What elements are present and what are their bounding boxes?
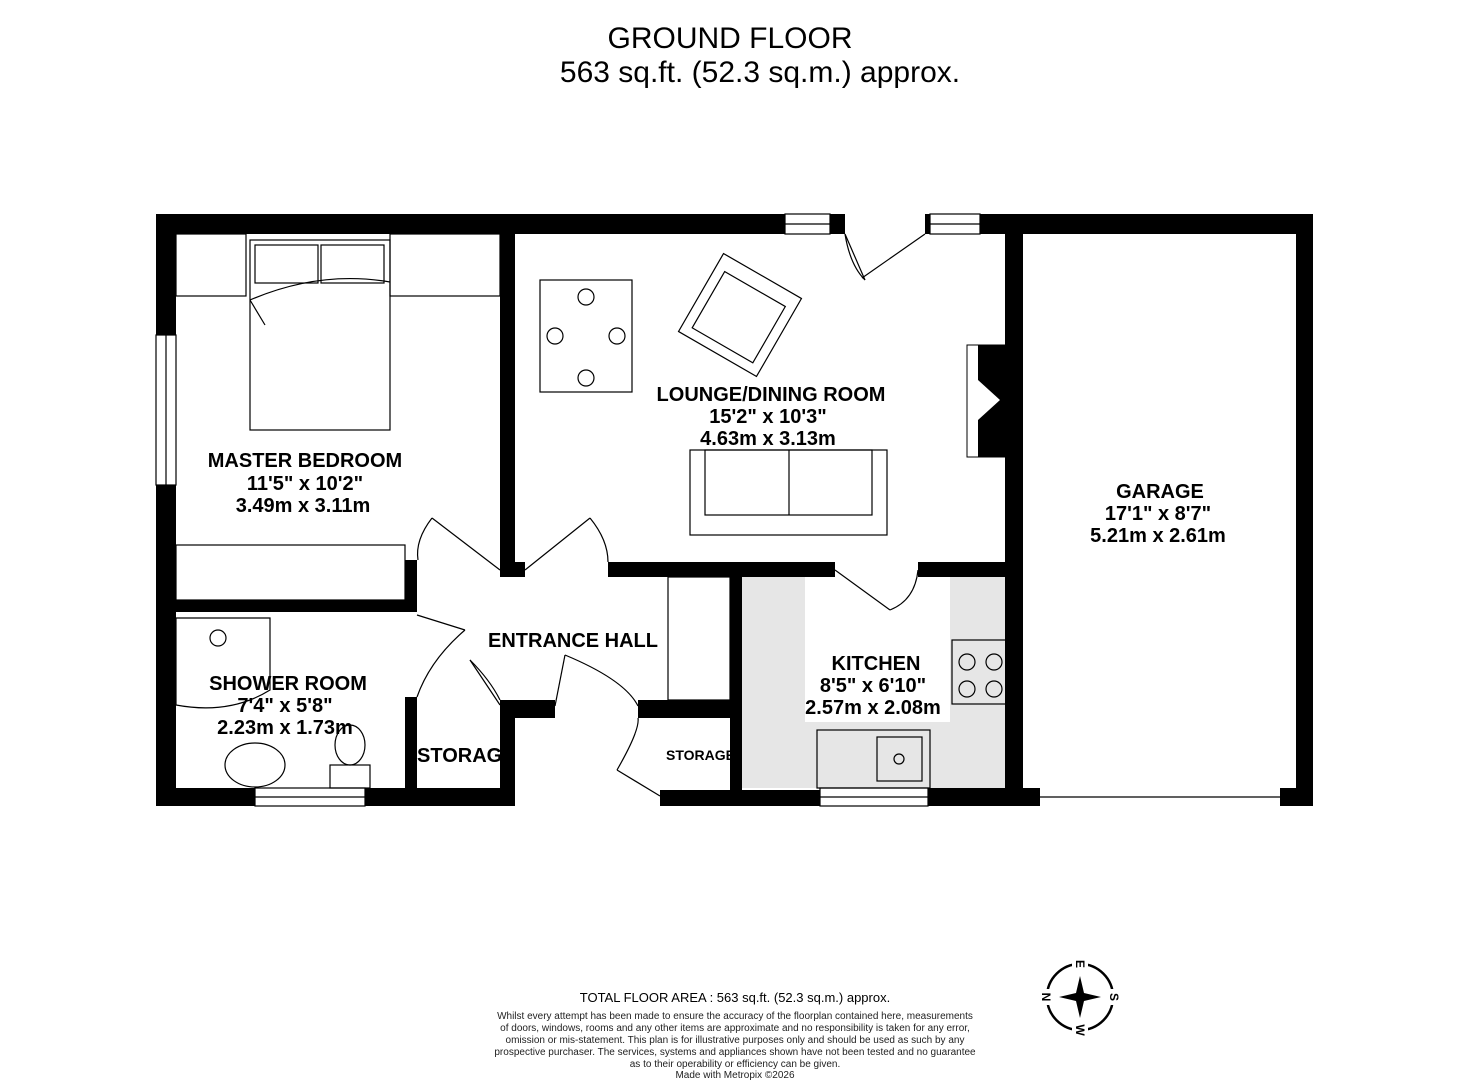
room-label-master-bedroom: MASTER BEDROOM 11'5" x 10'2" 3.49m x 3.1… [208,450,402,517]
room-label-storage-1: STORAGE [417,745,516,767]
room-label-garage: GARAGE 17'1" x 8'7" 5.21m x 2.61m [1090,481,1226,547]
svg-text:STORAGE: STORAGE [417,745,516,767]
svg-text:2.57m x 2.08m: 2.57m x 2.08m [805,697,941,719]
shower-fixtures [175,617,371,789]
svg-text:2.23m x 1.73m: 2.23m x 1.73m [217,717,353,739]
svg-text:E: E [1073,960,1087,968]
svg-text:MASTER BEDROOM: MASTER BEDROOM [208,450,402,472]
armchair [677,252,803,378]
svg-text:3.49m x 3.11m: 3.49m x 3.11m [236,495,371,517]
svg-text:N: N [1039,993,1053,1002]
dining-table [539,279,633,393]
svg-text:as to their operability or eff: as to their operability or efficiency ca… [630,1059,841,1070]
room-label-entrance-hall: ENTRANCE HALL [488,630,658,652]
kitchen-fixtures [667,576,1010,789]
svg-text:15'2" x 10'3": 15'2" x 10'3" [709,406,826,428]
room-label-lounge: LOUNGE/DINING ROOM 15'2" x 10'3" 4.63m x… [657,384,886,450]
kitchen-floor [742,577,1005,788]
svg-text:8'5" x 6'10": 8'5" x 6'10" [820,675,926,697]
fireplace [966,344,1006,458]
floor-area: 563 sq.ft. (52.3 sq.m.) approx. [560,56,960,89]
sofa [689,449,888,536]
svg-text:of doors, windows, rooms and a: of doors, windows, rooms and any other i… [500,1023,970,1034]
bed [249,239,391,431]
svg-text:SHOWER ROOM: SHOWER ROOM [209,673,367,695]
floor-title: GROUND FLOOR [607,22,852,55]
svg-text:W: W [1073,1024,1087,1036]
svg-text:LOUNGE/DINING ROOM: LOUNGE/DINING ROOM [657,384,886,406]
svg-text:5.21m x 2.61m: 5.21m x 2.61m [1090,525,1226,547]
svg-text:Whilst every attempt has been: Whilst every attempt has been made to en… [497,1011,973,1022]
svg-text:11'5" x 10'2": 11'5" x 10'2" [247,473,363,495]
svg-text:KITCHEN: KITCHEN [832,653,921,675]
total-floor-area: TOTAL FLOOR AREA : 563 sq.ft. (52.3 sq.m… [580,990,890,1005]
svg-text:17'1" x 8'7": 17'1" x 8'7" [1105,503,1211,525]
room-label-shower-room: SHOWER ROOM 7'4" x 5'8" 2.23m x 1.73m [209,673,367,739]
svg-text:GARAGE: GARAGE [1116,481,1204,503]
disclaimer: Whilst every attempt has been made to en… [494,1011,976,1080]
windows [155,213,1280,807]
svg-text:4.63m x 3.13m: 4.63m x 3.13m [700,428,836,450]
svg-text:7'4" x 5'8": 7'4" x 5'8" [237,695,332,717]
svg-text:Made with Metropix ©2026: Made with Metropix ©2026 [675,1070,795,1080]
doors [416,233,926,797]
svg-text:prospective purchaser. The ser: prospective purchaser. The services, sys… [494,1047,976,1058]
wardrobes [175,233,501,601]
room-label-storage-2: STORAGE [666,747,735,763]
svg-text:S: S [1107,993,1121,1001]
compass-icon: E S W N [1039,958,1121,1036]
svg-text:omission or mis-statement. Thi: omission or mis-statement. This plan is … [506,1035,965,1046]
svg-text:STORAGE: STORAGE [666,747,735,763]
room-label-kitchen: KITCHEN 8'5" x 6'10" 2.57m x 2.08m [805,653,941,719]
